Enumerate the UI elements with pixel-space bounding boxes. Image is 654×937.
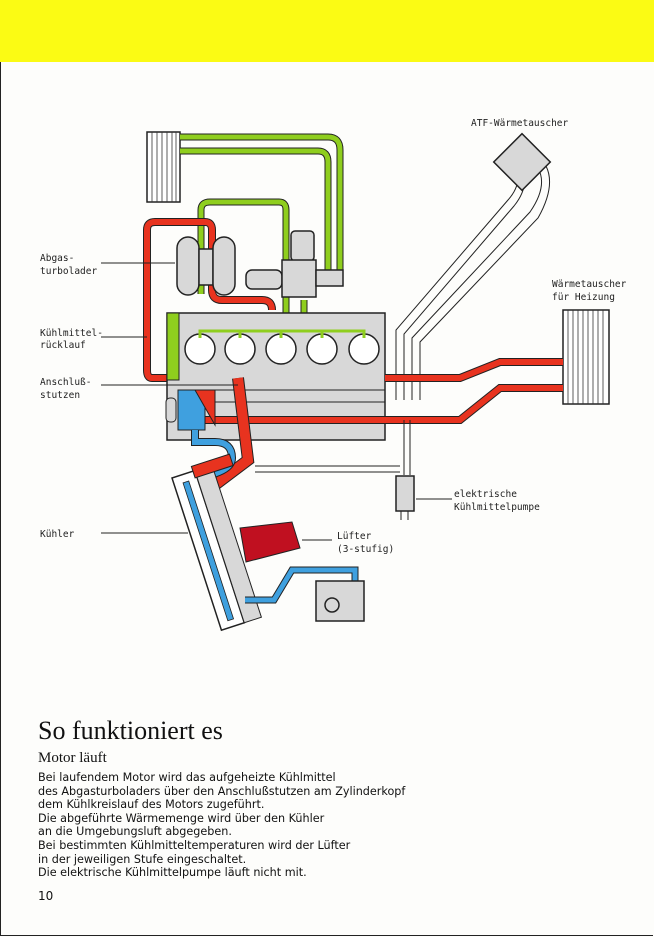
label-fan-1: Lüfter <box>337 531 372 542</box>
label-turbocharger-2: turbolader <box>40 266 98 277</box>
label-heater-exchanger-1: Wärmetauscher <box>552 279 627 290</box>
pump-line <box>255 420 411 475</box>
paragraph-line: Die abgeführte Wärmemenge wird über den … <box>38 811 325 825</box>
label-connector-2: stutzen <box>40 390 81 401</box>
label-atf-heat-exchanger: ATF-Wärmetauscher <box>471 118 569 129</box>
label-radiator: Kühler <box>40 529 75 540</box>
page-title: So funktioniert es <box>38 716 223 745</box>
paragraph-line: an die Umgebungsluft abgegeben. <box>38 825 232 839</box>
paragraph-line: in der jeweiligen Stufe eingeschaltet. <box>38 852 247 866</box>
paragraph-line: Die elektrische Kühlmittelpumpe läuft ni… <box>38 866 307 880</box>
label-heater-exchanger-2: für Heizung <box>552 292 615 303</box>
label-electric-pump-2: Kühlmittelpumpe <box>454 502 540 513</box>
label-electric-pump-1: elektrische <box>454 489 517 500</box>
fan <box>239 521 301 563</box>
label-turbocharger-1: Abgas- <box>40 253 75 264</box>
paragraph-line: dem Kühlkreislauf des Motors zugeführt. <box>38 798 265 812</box>
paragraph-line: Bei bestimmten Kühlmitteltemperaturen wi… <box>38 838 351 852</box>
coolant-valve <box>245 230 344 298</box>
atf-heat-exchanger <box>492 132 552 192</box>
label-fan-2: (3-stufig) <box>337 544 395 555</box>
label-coolant-return-2: rücklauf <box>40 340 86 351</box>
paragraph-line: des Abgasturboladers über den Anschlußst… <box>38 784 406 798</box>
section-subtitle: Motor läuft <box>38 750 107 766</box>
paragraph-line: Bei laufendem Motor wird das aufgeheizte… <box>38 771 336 784</box>
oil-cooler <box>146 131 181 203</box>
label-connector-1: Anschluß- <box>40 377 92 388</box>
heater-heat-exchanger <box>562 309 610 405</box>
page-number: 10 <box>38 889 54 903</box>
radiator <box>171 453 263 632</box>
water-pump <box>165 389 216 431</box>
header-band <box>0 0 654 62</box>
cooling-system-diagram <box>101 131 610 632</box>
label-coolant-return-1: Kühlmittel- <box>40 328 103 339</box>
electric-pump <box>395 475 415 520</box>
body-paragraph: Bei laufendem Motor wird das aufgeheizte… <box>38 771 405 880</box>
turbocharger <box>176 236 236 296</box>
expansion-tank <box>315 580 365 622</box>
